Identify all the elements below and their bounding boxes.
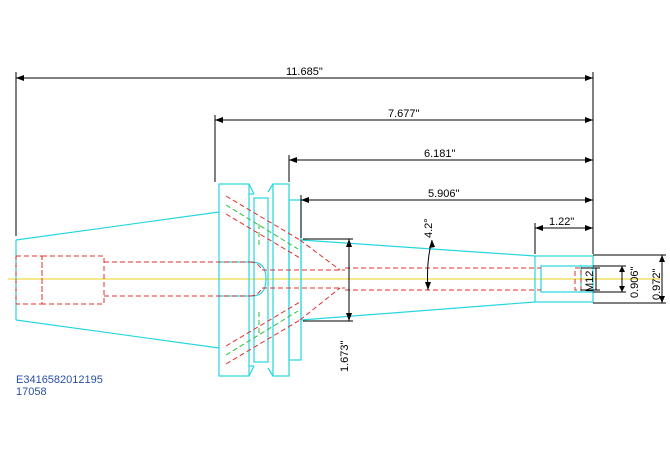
hidden-lines [15,195,582,365]
dimension-nose-diameter [303,238,353,322]
dimension-bore-depth [534,223,593,254]
tool-outline [15,183,594,377]
body-length-label: 5.906" [428,188,460,200]
dimension-gauge [288,155,593,182]
bore-diameter-label: 0.906" [629,266,641,298]
dimension-body [300,195,593,238]
dimension-thread [581,267,600,291]
bore-depth-label: 1.22" [549,216,574,228]
nose-diameter-label: 1.673" [339,340,351,372]
dimension-flange [214,115,593,182]
dimension-overall [15,72,594,254]
taper-angle-label: 4.2° [423,218,435,238]
overall-length-label: 11.685" [286,66,323,78]
part-code-label: 17058 [16,386,47,398]
hatch-lines [225,204,299,356]
dimension-bore-diameter [593,265,626,293]
thread-label: M12 [584,271,596,292]
part-number-label: E3416582012195 [16,374,103,386]
dimension-taper-angle [425,239,435,291]
dimension-tip-diameter [593,254,666,304]
flange-length-label: 7.677" [388,108,420,120]
tip-diameter-label: 0.972" [651,268,663,300]
gauge-length-label: 6.181" [424,148,456,160]
